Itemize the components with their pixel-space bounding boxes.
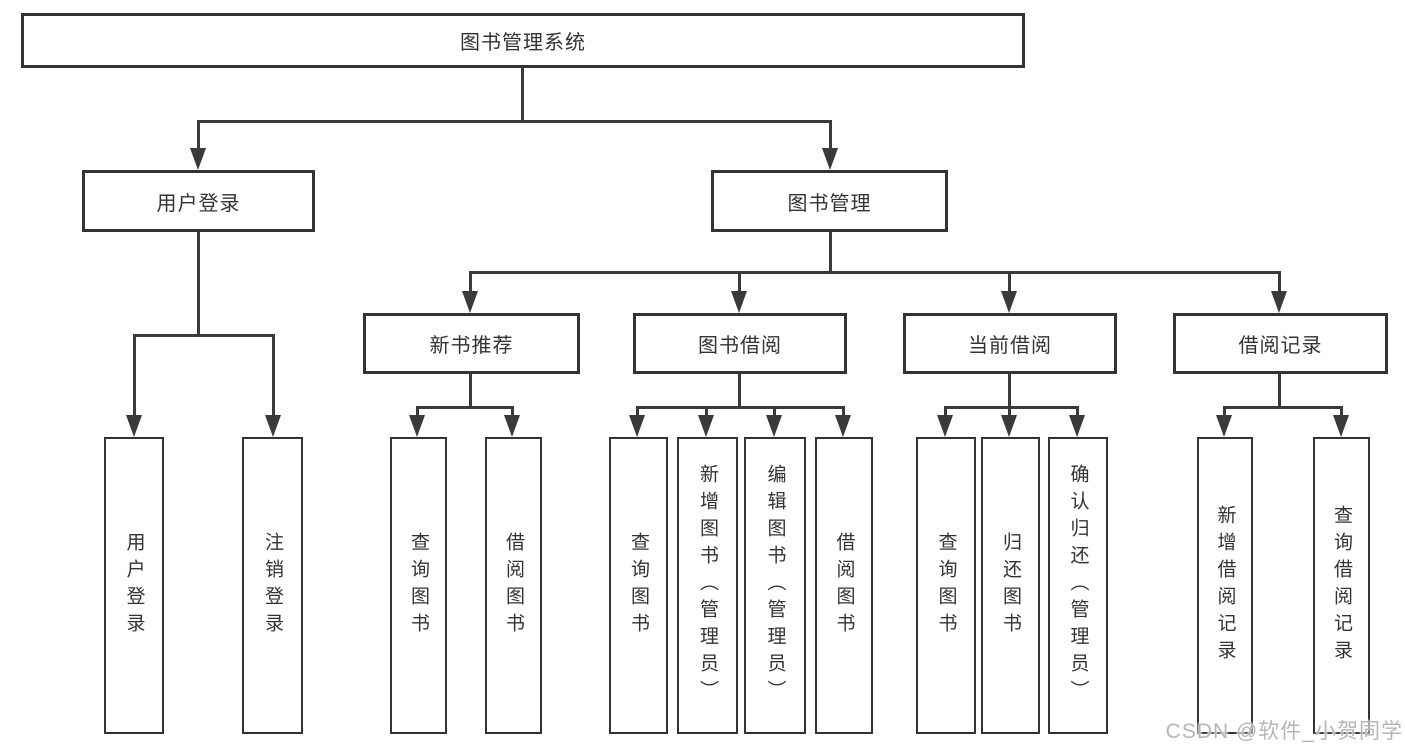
arrowhead-icon (822, 148, 838, 170)
arrowhead-icon (766, 415, 782, 437)
arrowhead-icon (1216, 415, 1232, 437)
connector-line (1278, 374, 1281, 408)
arrowhead-icon (1069, 415, 1085, 437)
leaf-add-borrow-record: 新增借阅记录 (1197, 437, 1253, 734)
connector-line (773, 406, 776, 416)
leaf-label: 借阅图书 (503, 531, 524, 640)
connector-line (1278, 271, 1281, 291)
connector-line (637, 406, 844, 409)
connector-line (133, 334, 136, 415)
connector-line (197, 120, 831, 123)
arrowhead-icon (629, 415, 645, 437)
arrowhead-icon (409, 415, 425, 437)
node-current-borrowing: 当前借阅 (903, 313, 1117, 374)
connector-line (738, 271, 741, 291)
leaf-label: 确认归还（管理员） (1067, 464, 1089, 707)
leaf-label: 归还图书 (1000, 531, 1021, 640)
connector-line (416, 406, 419, 416)
arrowhead-icon (126, 415, 142, 437)
connector-line (705, 406, 708, 416)
node-book-management: 图书管理 (711, 170, 948, 232)
connector-line (197, 120, 200, 148)
connector-line (133, 334, 274, 337)
connector-line (521, 68, 524, 122)
leaf-borrow-book: 借阅图书 (815, 437, 873, 734)
leaf-query-book-borrow: 查询图书 (609, 437, 668, 734)
connector-line (829, 120, 832, 148)
leaf-return-book: 归还图书 (981, 437, 1040, 734)
leaf-label: 查询图书 (935, 531, 957, 640)
leaf-label: 查询图书 (628, 531, 649, 640)
arrowhead-icon (731, 291, 747, 313)
connector-line (469, 374, 472, 408)
node-new-book-recommend: 新书推荐 (363, 313, 580, 374)
connector-line (469, 271, 472, 291)
arrowhead-icon (1271, 291, 1287, 313)
arrowhead-icon (504, 415, 520, 437)
connector-line (636, 406, 639, 416)
connector-line (511, 406, 514, 416)
leaf-label: 借阅图书 (833, 531, 855, 640)
connector-line (197, 232, 200, 336)
leaf-label: 查询借阅记录 (1331, 504, 1352, 667)
arrowhead-icon (1001, 415, 1017, 437)
connector-line (738, 374, 741, 408)
connector-line (272, 334, 275, 415)
arrowhead-icon (1001, 291, 1017, 313)
leaf-confirm-return-admin: 确认归还（管理员） (1048, 437, 1108, 734)
node-book-borrowing: 图书借阅 (633, 313, 847, 374)
connector-line (829, 232, 832, 273)
node-label: 用户登录 (156, 192, 241, 215)
csdn-watermark: CSDN @软件_小贺同学 (1165, 720, 1403, 743)
leaf-query-book-current: 查询图书 (916, 437, 976, 734)
node-label: 新书推荐 (429, 335, 514, 357)
connector-line (842, 406, 845, 416)
leaf-edit-book-admin: 编辑图书（管理员） (744, 437, 806, 734)
arrowhead-icon (190, 148, 206, 170)
connector-line (1340, 406, 1343, 416)
leaf-label: 新增借阅记录 (1214, 504, 1236, 667)
connector-line (1224, 406, 1342, 409)
leaf-user-login: 用户登录 (104, 437, 164, 734)
leaf-label: 编辑图书（管理员） (764, 464, 786, 707)
connector-line (1008, 271, 1011, 291)
arrowhead-icon (698, 415, 714, 437)
arrowhead-icon (937, 415, 953, 437)
connector-line (1008, 406, 1011, 416)
node-label: 借阅记录 (1238, 335, 1323, 357)
node-label: 当前借阅 (968, 335, 1052, 357)
leaf-logout: 注销登录 (242, 437, 303, 734)
node-user-login: 用户登录 (82, 170, 315, 232)
leaf-label: 用户登录 (123, 531, 145, 640)
leaf-add-book-admin: 新增图书（管理员） (677, 437, 738, 734)
arrowhead-icon (265, 415, 281, 437)
arrowhead-icon (835, 415, 851, 437)
node-label: 图书管理 (787, 192, 872, 215)
leaf-label: 注销登录 (262, 531, 283, 640)
connector-line (417, 406, 513, 409)
leaf-label: 查询图书 (408, 531, 429, 640)
arrowhead-icon (1333, 415, 1349, 437)
connector-line (1223, 406, 1226, 416)
leaf-query-borrow-record: 查询借阅记录 (1313, 437, 1370, 734)
node-library-management-system: 图书管理系统 (21, 13, 1025, 68)
node-label: 图书借阅 (698, 335, 782, 357)
node-borrowing-records: 借阅记录 (1173, 313, 1388, 374)
leaf-query-book-newbook: 查询图书 (390, 437, 447, 734)
connector-line (470, 271, 1281, 274)
arrowhead-icon (462, 291, 478, 313)
leaf-label: 新增图书（管理员） (697, 464, 718, 707)
connector-line (1076, 406, 1079, 416)
connector-line (945, 406, 1078, 409)
leaf-borrow-book-newbook: 借阅图书 (485, 437, 542, 734)
connector-line (944, 406, 947, 416)
node-label: 图书管理系统 (460, 32, 586, 54)
connector-line (1008, 374, 1011, 408)
